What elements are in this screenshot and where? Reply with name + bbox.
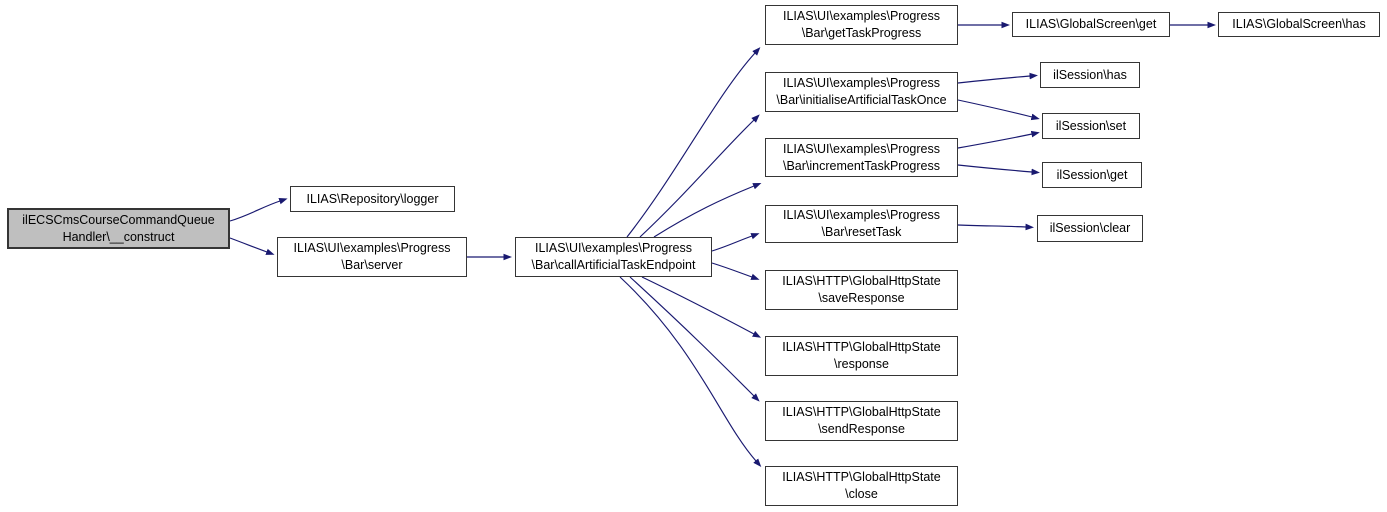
node-label-line: \Bar\incrementTaskProgress: [782, 158, 940, 173]
edge-call-sendresponse: [629, 276, 760, 402]
node-label-line: ilECSCmsCourseCommandQueue: [22, 212, 215, 227]
node-session-clear[interactable]: ilSession\clear: [1037, 215, 1143, 242]
node-label-line: ilSession\clear: [1049, 221, 1131, 236]
node-label-line: ILIAS\HTTP\GlobalHttpState: [782, 470, 941, 485]
node-session-get[interactable]: ilSession\get: [1042, 162, 1142, 188]
node-label-line: Handler\__construct: [62, 229, 175, 244]
node-label-line: ilSession\get: [1056, 167, 1128, 182]
node-label-line: \close: [845, 487, 878, 501]
node-globalscreen-get[interactable]: ILIAS\GlobalScreen\get: [1012, 12, 1170, 37]
edge-increment-sessionset: [957, 130, 1040, 149]
node-close[interactable]: ILIAS\HTTP\GlobalHttpState \close: [765, 466, 958, 506]
node-label-line: ILIAS\GlobalScreen\get: [1025, 17, 1157, 32]
node-session-set[interactable]: ilSession\set: [1042, 113, 1140, 139]
node-increment-task-progress[interactable]: ILIAS\UI\examples\Progress \Bar\incremen…: [765, 138, 958, 177]
edge-construct-logger: [229, 198, 288, 222]
node-repository-logger[interactable]: ILIAS\Repository\logger: [290, 186, 455, 212]
edge-call-resettask: [711, 233, 760, 252]
edge-call-initialisetask: [639, 114, 760, 238]
node-label-line: \Bar\server: [341, 258, 403, 272]
node-label-line: ILIAS\HTTP\GlobalHttpState: [782, 340, 941, 355]
node-call-artificial-task-endpoint[interactable]: ILIAS\UI\examples\Progress \Bar\callArti…: [515, 237, 712, 277]
node-label-line: ILIAS\HTTP\GlobalHttpState: [782, 405, 941, 420]
edge-call-response: [641, 276, 762, 338]
node-label-line: ILIAS\UI\examples\Progress: [782, 9, 940, 24]
node-label-line: \Bar\getTaskProgress: [801, 26, 922, 40]
node-label-line: \saveResponse: [818, 291, 905, 305]
node-globalscreen-has[interactable]: ILIAS\GlobalScreen\has: [1218, 12, 1380, 37]
node-label-line: ILIAS\UI\examples\Progress: [782, 208, 940, 223]
node-label-line: \response: [834, 357, 889, 371]
node-label-line: \Bar\resetTask: [821, 225, 902, 239]
edge-call-incrementtask: [653, 182, 762, 238]
node-label-line: ILIAS\UI\examples\Progress: [782, 141, 940, 156]
edge-initialise-sessionhas: [957, 72, 1038, 84]
node-label-line: ILIAS\HTTP\GlobalHttpState: [782, 274, 941, 289]
node-label-line: \Bar\initialiseArtificialTaskOnce: [776, 93, 947, 107]
node-label-line: ILIAS\UI\examples\Progress: [293, 241, 451, 256]
node-label-line: ILIAS\UI\examples\Progress: [534, 241, 692, 256]
node-label-line: ILIAS\UI\examples\Progress: [782, 76, 940, 91]
node-get-task-progress[interactable]: ILIAS\UI\examples\Progress \Bar\getTaskP…: [765, 5, 958, 45]
node-label-line: ILIAS\GlobalScreen\has: [1232, 17, 1366, 32]
node-reset-task[interactable]: ILIAS\UI\examples\Progress \Bar\resetTas…: [765, 205, 958, 243]
node-label-line: ilSession\has: [1053, 67, 1127, 82]
node-label-line: ilSession\set: [1055, 118, 1127, 133]
node-label-line: \Bar\callArtificialTaskEndpoint: [531, 258, 696, 272]
node-label-line: \sendResponse: [818, 422, 905, 436]
edge-resettask-sessionclear: [957, 223, 1034, 231]
node-session-has[interactable]: ilSession\has: [1040, 62, 1140, 88]
edge-increment-sessionget: [957, 164, 1040, 176]
node-send-response[interactable]: ILIAS\HTTP\GlobalHttpState \sendResponse: [765, 401, 958, 441]
edge-call-close: [619, 276, 762, 468]
node-progress-bar-server[interactable]: ILIAS\UI\examples\Progress \Bar\server: [277, 237, 467, 277]
node-save-response[interactable]: ILIAS\HTTP\GlobalHttpState \saveResponse: [765, 270, 958, 310]
edge-call-saveresponse: [711, 262, 760, 280]
edge-construct-server: [229, 237, 275, 255]
node-response[interactable]: ILIAS\HTTP\GlobalHttpState \response: [765, 336, 958, 376]
edge-call-gettaskprogress: [626, 47, 761, 238]
edge-initialise-sessionset: [957, 99, 1040, 121]
node-label-line: ILIAS\Repository\logger: [306, 191, 439, 206]
node-initialise-artificial-task-once[interactable]: ILIAS\UI\examples\Progress \Bar\initiali…: [765, 72, 958, 112]
node-construct: ilECSCmsCourseCommandQueue Handler\__con…: [7, 208, 230, 249]
